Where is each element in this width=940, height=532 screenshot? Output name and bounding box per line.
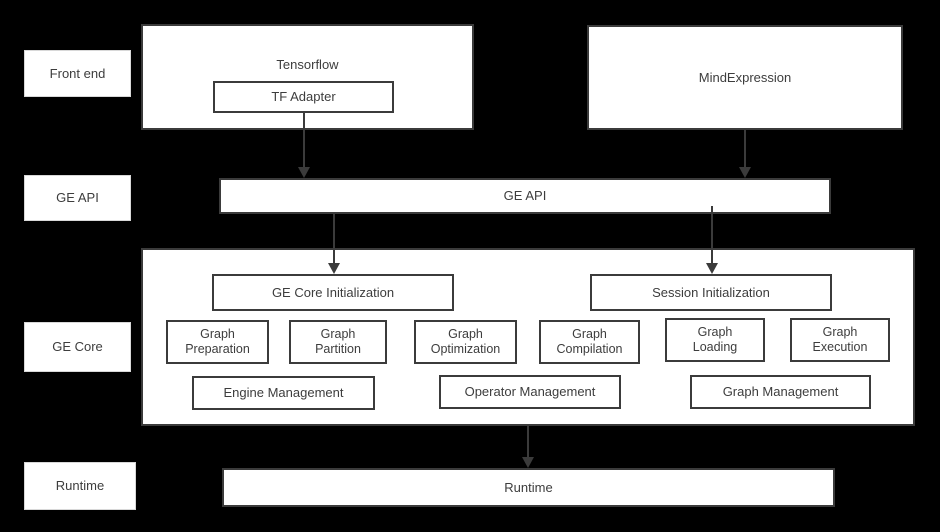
graph-optimization-box[interactable]: Graph Optimization: [414, 320, 517, 364]
graph-preparation-box[interactable]: Graph Preparation: [166, 320, 269, 364]
graph-loading-box[interactable]: Graph Loading: [665, 318, 765, 362]
arrow-tf-adapter-to-ge-api: [298, 113, 310, 178]
arrow-line: [303, 113, 305, 169]
arrow-head: [522, 457, 534, 468]
tensorflow-container: Tensorflow: [141, 24, 474, 130]
graph-preparation-label: Graph Preparation: [185, 327, 250, 356]
arrow-line: [744, 130, 746, 169]
arrow-head: [328, 263, 340, 274]
graph-compilation-box[interactable]: Graph Compilation: [539, 320, 640, 364]
runtime-bar[interactable]: Runtime: [222, 468, 835, 507]
tensorflow-title: Tensorflow: [276, 57, 339, 72]
operator-management-box[interactable]: Operator Management: [439, 375, 621, 409]
arrow-ge-api-to-ge-core-init: [328, 214, 340, 274]
stage-label-ge-core: GE Core: [24, 322, 131, 372]
graph-optimization-label: Graph Optimization: [430, 327, 501, 356]
stage-label-front-end: Front end: [24, 50, 131, 97]
graph-execution-label: Graph Execution: [812, 325, 868, 354]
session-initialization-box[interactable]: Session Initialization: [590, 274, 832, 311]
tf-adapter-label: TF Adapter: [271, 89, 336, 105]
ge-api-bar[interactable]: GE API: [219, 178, 831, 214]
graph-compilation-label: Graph Compilation: [556, 327, 623, 356]
arrow-line: [333, 214, 335, 265]
ge-api-bar-label: GE API: [503, 188, 547, 204]
engine-management-label: Engine Management: [223, 385, 344, 401]
mindexpression-container: MindExpression: [587, 25, 903, 130]
arrow-mindexpression-to-ge-api: [739, 130, 751, 178]
operator-management-label: Operator Management: [464, 384, 596, 400]
ge-core-initialization-box[interactable]: GE Core Initialization: [212, 274, 454, 311]
arrow-head: [706, 263, 718, 274]
runtime-bar-label: Runtime: [504, 479, 553, 495]
stage-label-front-end-text: Front end: [49, 65, 106, 81]
stage-label-ge-core-text: GE Core: [52, 339, 103, 355]
arrow-head: [739, 167, 751, 178]
session-initialization-label: Session Initialization: [652, 284, 770, 300]
arrow-ge-api-to-session-init: [706, 206, 718, 274]
graph-loading-label: Graph Loading: [692, 325, 738, 354]
graph-management-box[interactable]: Graph Management: [690, 375, 871, 409]
ge-core-initialization-label: GE Core Initialization: [271, 284, 395, 300]
stage-label-ge-api: GE API: [24, 175, 131, 221]
graph-partition-box[interactable]: Graph Partition: [289, 320, 387, 364]
arrow-ge-core-to-runtime: [522, 426, 534, 468]
arrow-line: [527, 426, 529, 459]
graph-execution-box[interactable]: Graph Execution: [790, 318, 890, 362]
graph-management-label: Graph Management: [722, 384, 839, 400]
mindexpression-title: MindExpression: [698, 69, 792, 85]
stage-label-runtime: Runtime: [24, 462, 136, 510]
stage-label-runtime-text: Runtime: [55, 478, 105, 494]
graph-partition-label: Graph Partition: [315, 327, 361, 356]
arrow-head: [298, 167, 310, 178]
arrow-line: [711, 206, 713, 265]
engine-management-box[interactable]: Engine Management: [192, 376, 375, 410]
stage-label-ge-api-text: GE API: [56, 190, 99, 206]
tf-adapter-box[interactable]: TF Adapter: [213, 81, 394, 113]
